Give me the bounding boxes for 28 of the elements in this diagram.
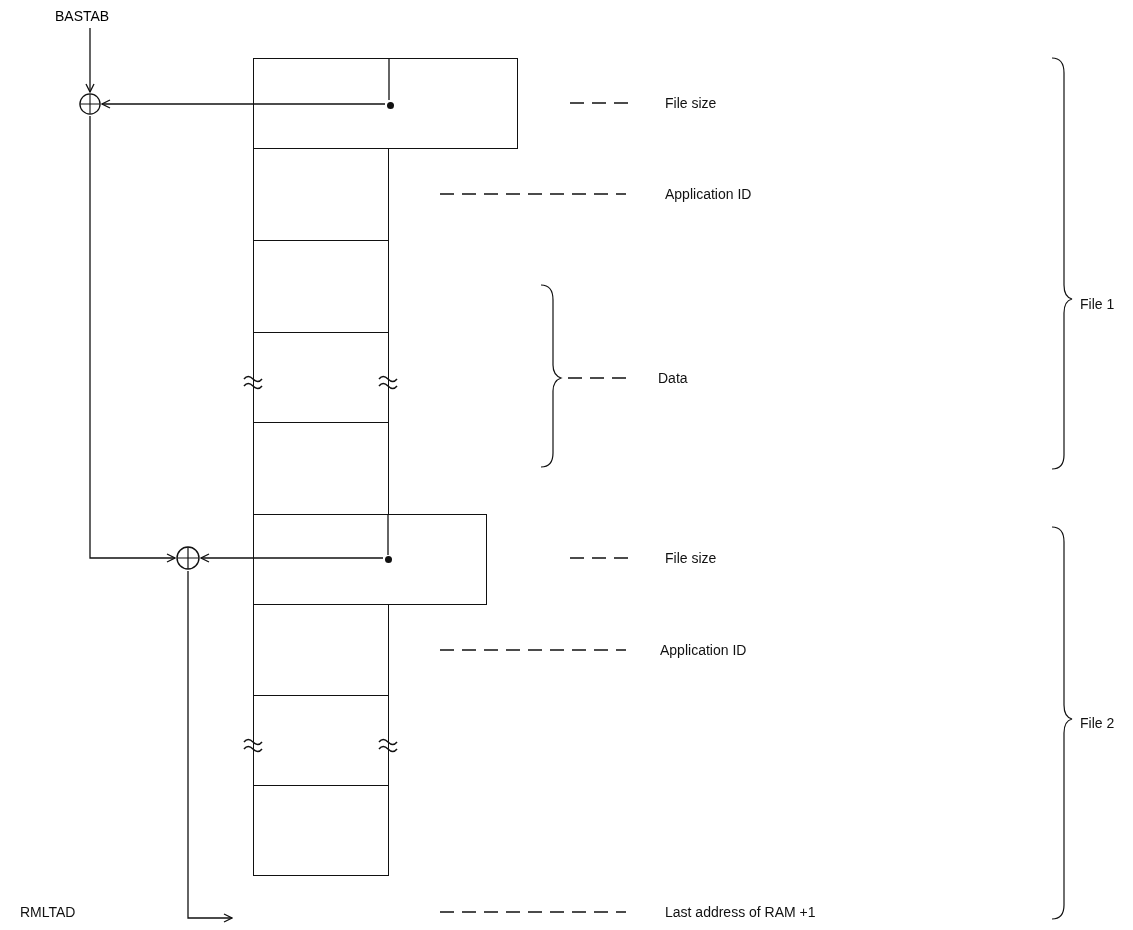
- arrow: [101, 99, 386, 109]
- field-label: File size: [665, 550, 717, 566]
- memory-cell: [253, 604, 389, 696]
- field-label: Last address of RAM +1: [665, 904, 816, 920]
- field-label: Application ID: [660, 642, 747, 658]
- memory-cell: [253, 422, 389, 515]
- pointer-label: RMLTAD: [20, 904, 76, 920]
- arrow: [89, 115, 176, 563]
- group-label: File 1: [1080, 296, 1115, 312]
- memory-cell: [253, 58, 518, 149]
- field-label: Data: [658, 370, 688, 386]
- memory-cell: [253, 514, 487, 605]
- memory-cell: [253, 695, 389, 786]
- pointer-label: BASTAB: [55, 8, 125, 28]
- field-label: File size: [665, 95, 717, 111]
- adder-symbol: [79, 93, 101, 115]
- pointer-dot: [387, 101, 394, 109]
- memory-cell: [253, 148, 389, 241]
- adder-symbol: [176, 546, 200, 570]
- arrow: [200, 553, 384, 563]
- arrow: [85, 27, 95, 93]
- memory-cell: [253, 785, 389, 876]
- group-label: File 2: [1080, 715, 1115, 731]
- arrow: [187, 570, 233, 923]
- memory-cell: [253, 240, 389, 333]
- pointer-dot: [385, 555, 392, 563]
- field-label: Application ID: [665, 186, 752, 202]
- memory-cell: [253, 332, 389, 423]
